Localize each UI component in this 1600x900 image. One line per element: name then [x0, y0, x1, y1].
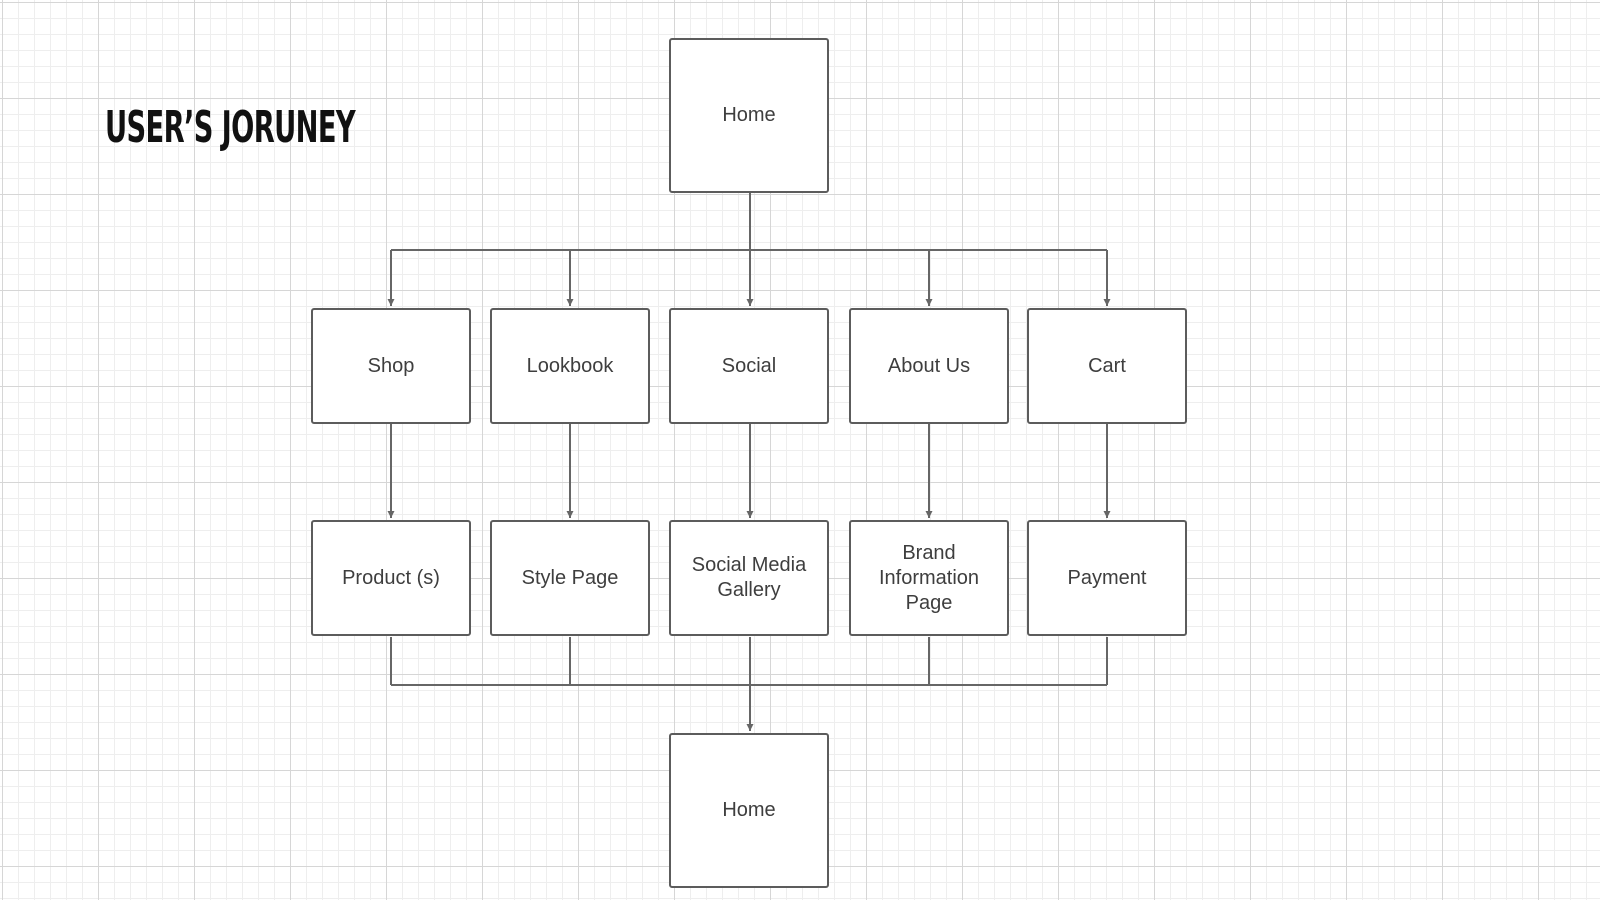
node-cart[interactable]: Cart	[1027, 308, 1187, 424]
node-label: Lookbook	[526, 354, 614, 377]
node-social[interactable]: Social	[669, 308, 829, 424]
page-title: User’s Joruney	[105, 102, 356, 153]
node-home-bottom[interactable]: Home	[669, 733, 829, 888]
node-label: Style Page	[521, 566, 619, 589]
node-brand-information-page[interactable]: Brand Information Page	[849, 520, 1009, 636]
node-label: Brand Information Page	[878, 541, 980, 614]
node-lookbook[interactable]: Lookbook	[490, 308, 650, 424]
node-home-top[interactable]: Home	[669, 38, 829, 193]
node-products[interactable]: Product (s)	[311, 520, 471, 636]
node-shop[interactable]: Shop	[311, 308, 471, 424]
node-label: Social	[721, 354, 777, 377]
node-label: About Us	[887, 354, 971, 377]
node-label: Social Media Gallery	[691, 554, 807, 601]
node-label: Product (s)	[342, 566, 440, 589]
node-about-us[interactable]: About Us	[849, 308, 1009, 424]
node-label: Shop	[367, 354, 415, 377]
node-label: Cart	[1088, 354, 1126, 377]
node-social-media-gallery[interactable]: Social Media Gallery	[669, 520, 829, 636]
node-label: Payment	[1067, 566, 1147, 589]
node-label: Home	[722, 799, 776, 821]
node-style-page[interactable]: Style Page	[490, 520, 650, 636]
node-label: Home	[722, 104, 776, 126]
node-payment[interactable]: Payment	[1027, 520, 1187, 636]
